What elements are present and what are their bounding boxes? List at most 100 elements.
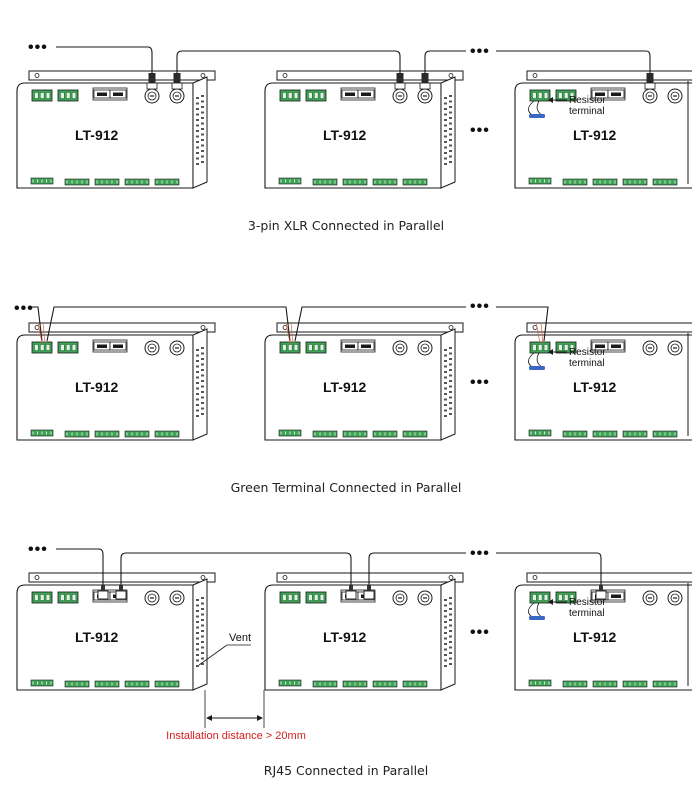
xlr-plug (146, 73, 158, 90)
mounting-hole (448, 325, 454, 330)
rj45-port (607, 341, 625, 351)
resistor-body (529, 616, 545, 620)
vent-slot (444, 163, 447, 165)
output-terminal (562, 178, 588, 186)
green-terminal (305, 89, 327, 102)
vent-slot (449, 630, 452, 632)
vent-slot (201, 663, 204, 665)
xlr-jack (642, 340, 658, 356)
vent-slot (196, 135, 199, 138)
vent-slot (201, 624, 204, 627)
arrowhead (257, 715, 263, 721)
rj45-block (340, 87, 376, 101)
mounting-hole (532, 575, 538, 580)
resistor-label: Resistor (569, 95, 606, 106)
vent-slot (449, 352, 452, 355)
vent-slot (201, 358, 204, 360)
device-label: LT-912 (75, 379, 119, 395)
xlr-plug (644, 73, 656, 90)
vent-slot (449, 597, 452, 599)
vent-slot (201, 641, 204, 643)
vent-side (192, 328, 208, 441)
vent-slot (201, 396, 204, 399)
output-terminal (342, 680, 368, 688)
vent-slot (196, 626, 199, 629)
rj45-plug (595, 585, 607, 600)
installation-distance-label: Installation distance > 20mm (166, 730, 306, 742)
green-terminal (555, 89, 577, 102)
vent-slot (196, 415, 199, 417)
mounting-hole (282, 575, 288, 580)
vent-label: Vent (229, 632, 251, 644)
resistor-body (529, 114, 545, 118)
vent-slot (196, 387, 199, 390)
vent-slot (196, 130, 199, 132)
xlr-jack (144, 590, 160, 606)
mounting-hole (34, 73, 40, 78)
rj45-port (357, 89, 375, 99)
output-terminal (402, 430, 428, 438)
vent-slot (449, 608, 452, 610)
vent-slot (196, 146, 199, 149)
vent-slot (196, 610, 199, 612)
vent-slot (444, 130, 447, 132)
vent-slot (444, 157, 447, 160)
vent-slot (201, 374, 204, 377)
vent-slot (449, 652, 452, 654)
mounting-flange (526, 322, 692, 333)
terminal-wire-red (285, 322, 294, 344)
vent-slot (201, 363, 204, 366)
mounting-hole (200, 325, 206, 330)
vent-slot (449, 635, 452, 638)
xlr-jack (169, 340, 185, 356)
output-terminal (622, 430, 648, 438)
output-terminal (342, 430, 368, 438)
vent-slot (449, 100, 452, 103)
green-terminal (529, 341, 551, 354)
continuation-dots: ••• (28, 39, 48, 56)
vent-slot (444, 119, 447, 121)
output-terminal (124, 178, 150, 186)
xlr-plug (419, 73, 431, 90)
power-terminal (528, 177, 552, 185)
output-terminal (592, 430, 618, 438)
vent-slot (444, 621, 447, 623)
vent-slot (449, 139, 452, 141)
vent-slot (449, 117, 452, 119)
vent-slot (201, 161, 204, 163)
xlr-jack (144, 340, 160, 356)
xlr-jack (642, 590, 658, 606)
power-terminal (278, 177, 302, 185)
output-terminal (124, 430, 150, 438)
output-terminal (154, 430, 180, 438)
power-terminal (30, 177, 54, 185)
output-terminal (372, 430, 398, 438)
vent-slot (201, 385, 204, 388)
vent-slot (444, 404, 447, 406)
vent-slot (444, 141, 447, 143)
vent-slot (449, 385, 452, 388)
vent-slot (201, 652, 204, 654)
mounting-flange (28, 70, 216, 81)
rj45-port (109, 89, 127, 99)
vent-slot (449, 657, 452, 660)
output-terminal (372, 680, 398, 688)
vent-slot (201, 646, 204, 649)
device-body (514, 334, 692, 441)
xlr-jack (642, 88, 658, 104)
arrowhead (206, 715, 212, 721)
vent-slot (201, 635, 204, 638)
power-terminal (30, 679, 54, 687)
xlr-jack (392, 88, 408, 104)
xlr-jack (667, 590, 683, 606)
vent-slot (449, 380, 452, 382)
vent-side (192, 578, 208, 691)
vent-slot (449, 161, 452, 163)
vent-slot (444, 643, 447, 645)
rj45-plug (97, 585, 109, 600)
xlr-cable (176, 50, 401, 81)
vent-slot (201, 100, 204, 103)
output-terminal (652, 430, 678, 438)
output-terminal (562, 430, 588, 438)
vent-slot (449, 391, 452, 393)
